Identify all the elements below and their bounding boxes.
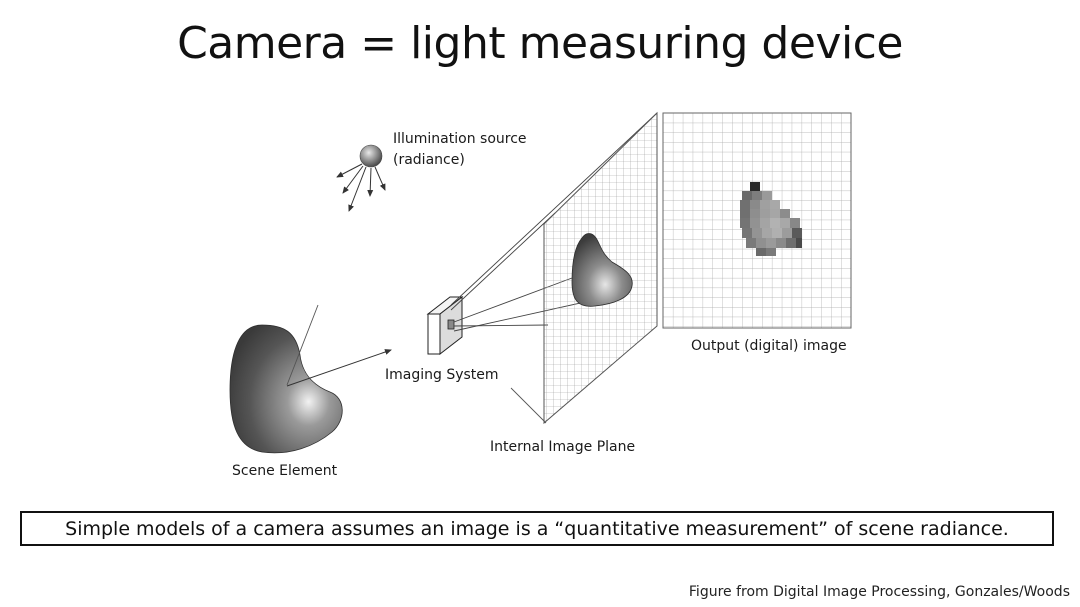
light-ray — [348, 166, 367, 212]
light-ray — [367, 167, 374, 197]
caption-box: Simple models of a camera assumes an ima… — [20, 511, 1054, 546]
ray-to-camera — [286, 349, 392, 387]
slide-title: Camera = light measuring device — [177, 18, 903, 69]
projection-line — [450, 112, 658, 306]
illumination-label-line2: (radiance) — [393, 152, 465, 168]
scene-blob — [229, 324, 343, 454]
figure-credit: Figure from Digital Image Processing, Go… — [688, 584, 1070, 600]
output-digital-image: Output (digital) image — [662, 112, 852, 354]
illumination-source: Illumination source (radiance) — [336, 131, 527, 212]
projection-line — [453, 324, 549, 327]
light-ray — [374, 166, 386, 191]
scene-element: Scene Element — [229, 304, 392, 479]
output-image-label: Output (digital) image — [691, 338, 847, 354]
imaging-system: Imaging System — [385, 295, 499, 383]
projection-lines — [450, 112, 658, 332]
plane-label-pointer — [510, 387, 547, 424]
projection-line — [450, 212, 556, 311]
sun-icon — [359, 144, 383, 168]
internal-image-plane-label: Internal Image Plane — [490, 439, 635, 455]
light-ray — [342, 165, 364, 194]
camera-box-front — [427, 313, 441, 355]
projected-blob — [571, 233, 633, 307]
light-ray — [336, 163, 363, 178]
illumination-label-line1: Illumination source — [393, 131, 527, 147]
imaging-system-label: Imaging System — [385, 367, 499, 383]
camera-lens — [447, 319, 455, 330]
scene-element-label: Scene Element — [232, 463, 338, 479]
output-pixel-blob — [740, 182, 802, 256]
reflection-line — [286, 304, 319, 386]
internal-image-plane: Internal Image Plane — [490, 111, 658, 455]
